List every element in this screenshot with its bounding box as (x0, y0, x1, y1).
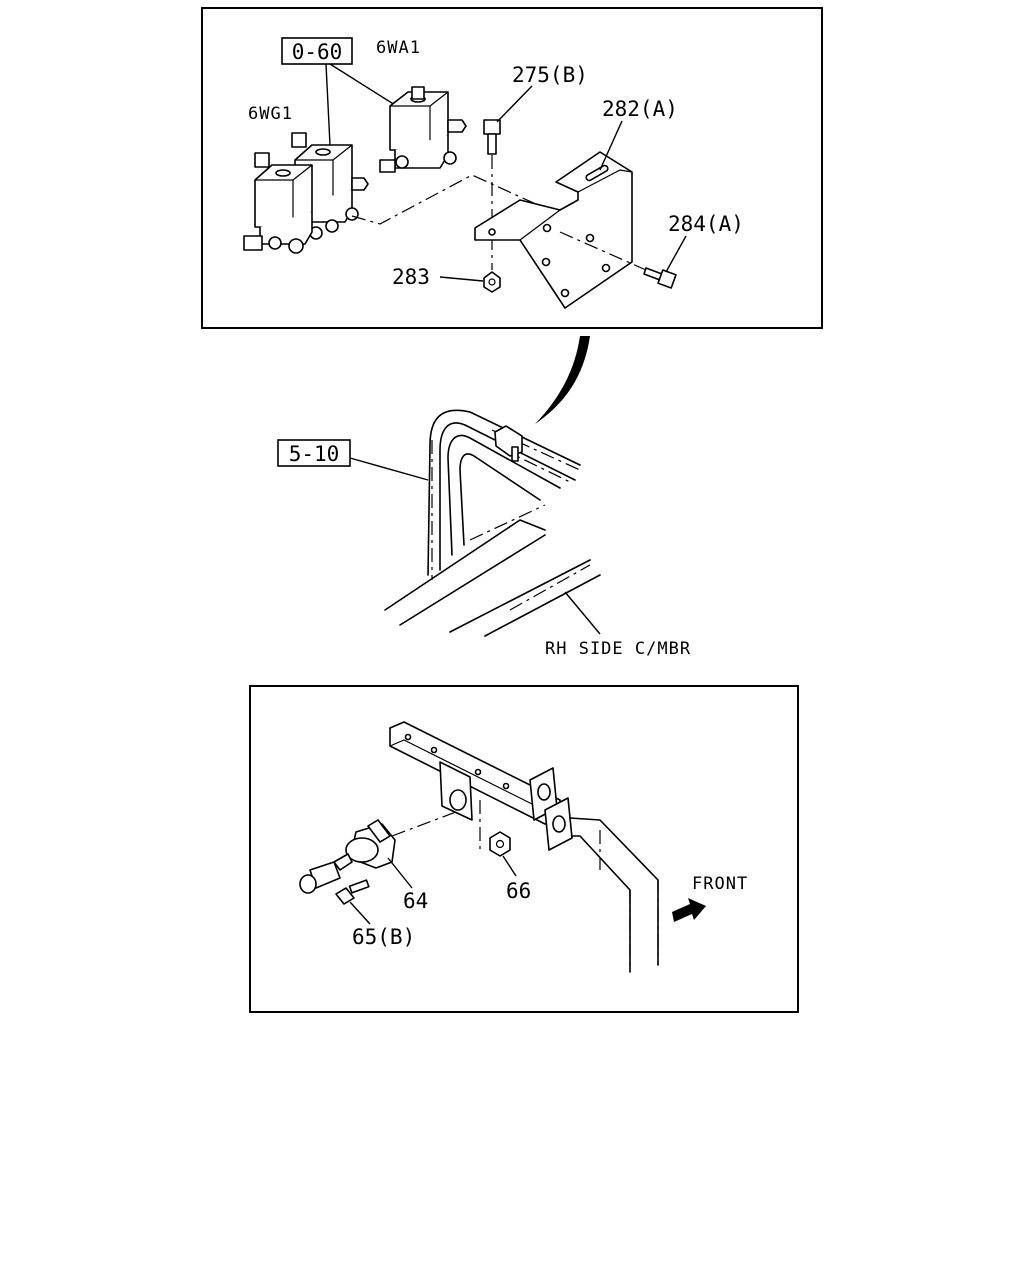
part-284a-label: 284(A) (668, 212, 744, 236)
engine-code-6wg1: 6WG1 (248, 104, 293, 124)
part-66-label: 66 (506, 879, 531, 903)
rh-side-crossmember-label: RH SIDE C/MBR (545, 639, 691, 659)
bolt-275b (483, 119, 501, 155)
part-283-label: 283 (392, 265, 430, 289)
front-arrow-icon (672, 898, 706, 922)
crossmember-bracket (389, 721, 573, 851)
solenoid-valve-lower (243, 152, 313, 254)
reference-box-5-10 (277, 439, 351, 467)
detail-pointer-arrow (535, 336, 590, 424)
frame-overview: 5-10 RH SIDE C/MBR (277, 409, 691, 659)
top-detail-frame (201, 7, 823, 329)
part-64-label: 64 (403, 889, 428, 913)
frame-tube (569, 817, 659, 973)
part-282a-label: 282(A) (602, 97, 678, 121)
speed-sensor-64 (299, 819, 396, 894)
mounting-bracket-282a (474, 151, 633, 309)
solenoid-valve-detail-panel: 0-60 6WA1 6WG1 (201, 7, 823, 329)
sensor-detail-panel: 64 65(B) 66 FRONT (249, 685, 799, 1013)
bolt-65b (335, 879, 370, 905)
nut-66 (489, 831, 511, 857)
part-65b-label: 65(B) (352, 925, 415, 949)
ref-5-10-label: 5-10 (289, 442, 340, 466)
reference-box-0-60 (281, 37, 353, 65)
ref-0-60-label: 0-60 (292, 40, 343, 64)
solenoid-valve-upper (379, 86, 467, 173)
part-275b-label: 275(B) (512, 63, 588, 87)
front-direction-label: FRONT (692, 874, 748, 894)
engine-code-6wa1: 6WA1 (376, 38, 421, 58)
nut-283 (483, 271, 501, 293)
bottom-detail-frame (249, 685, 799, 1013)
bolt-284a (643, 267, 677, 289)
